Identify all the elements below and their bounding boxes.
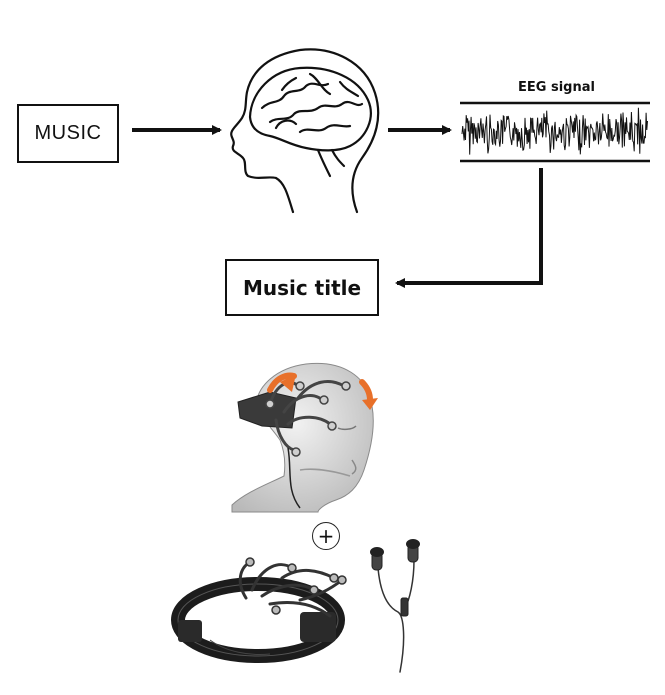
music-title-box: Music title <box>225 259 379 316</box>
eeg-signal-label: EEG signal <box>518 80 595 95</box>
music-input-label: MUSIC <box>34 122 102 144</box>
arrow-eeg-to-title <box>395 168 543 288</box>
eeg-waveform <box>461 107 648 155</box>
earphones <box>370 539 420 673</box>
plus-icon: + <box>312 522 340 550</box>
eeg-headset <box>171 557 347 663</box>
eeg-signal-plot <box>460 101 650 163</box>
brain-head-icon <box>230 48 380 214</box>
eeg-headset-on-head <box>231 362 378 513</box>
music-title-label: Music title <box>242 275 362 300</box>
music-input-box: MUSIC <box>17 104 119 163</box>
